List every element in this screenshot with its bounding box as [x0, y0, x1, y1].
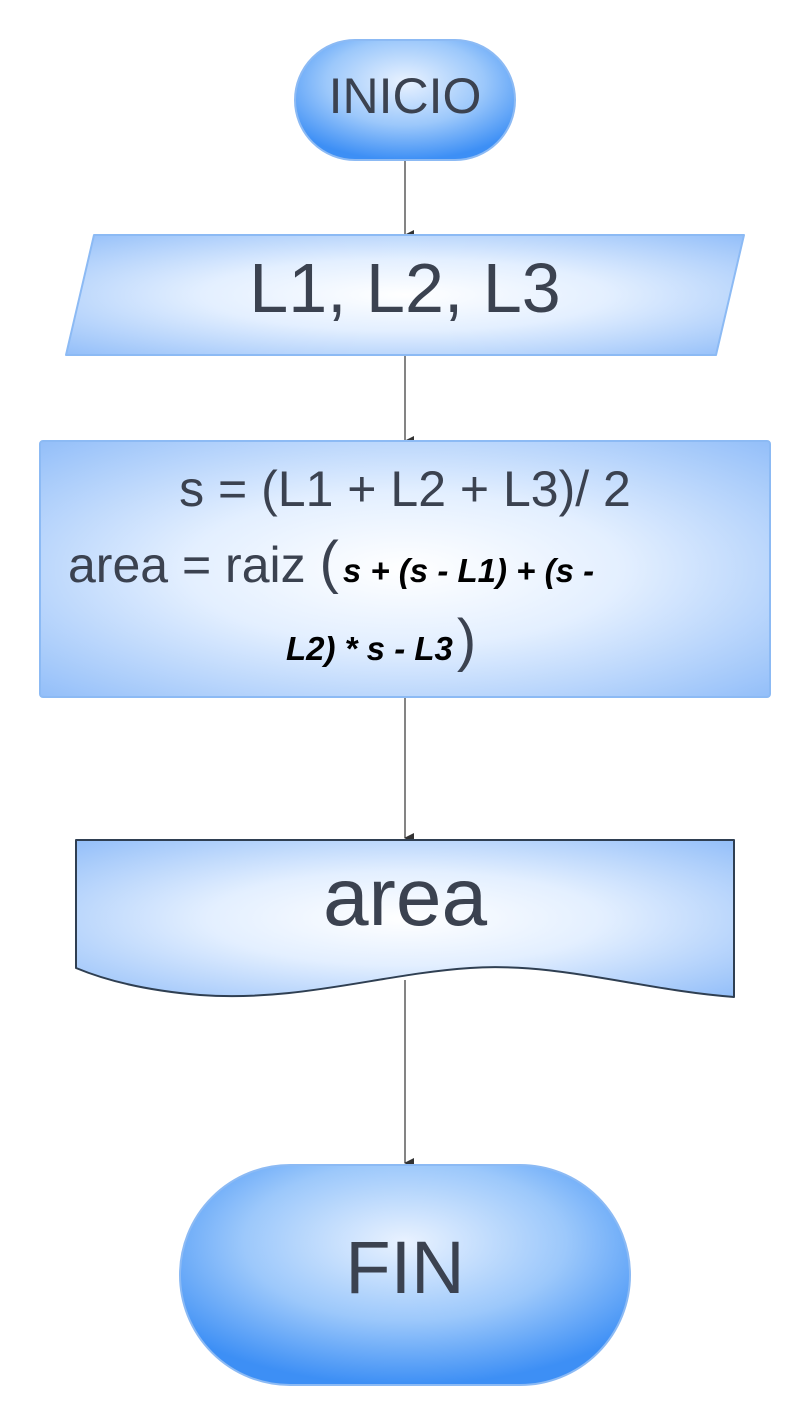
start-terminator-shape [294, 39, 516, 161]
start-node: INICIO [294, 39, 516, 161]
input-parallelogram-shape [65, 234, 745, 356]
process-line-s: s = (L1 + L2 + L3)/ 2 [179, 461, 631, 517]
input-node: L1, L2, L3 [65, 234, 745, 356]
end-label: FIN [345, 1226, 464, 1309]
formula-part-2: L2) * s - L3 [286, 630, 453, 667]
process-line-area: area = raiz (s + (s - L1) + (s - [68, 530, 594, 595]
start-label: INICIO [329, 68, 482, 124]
output-label: area [323, 852, 488, 943]
end-node: FIN [179, 1164, 631, 1386]
close-paren: ) [457, 608, 476, 673]
input-label: L1, L2, L3 [249, 249, 560, 327]
open-paren: ( [320, 530, 339, 595]
output-document-shape [75, 839, 735, 998]
output-node: area [75, 839, 735, 998]
process-rectangle-shape [39, 440, 771, 698]
process-node: s = (L1 + L2 + L3)/ 2 area = raiz (s + (… [39, 440, 771, 698]
end-terminator-shape [179, 1164, 631, 1386]
process-line-formula: L2) * s - L3) [286, 608, 476, 673]
area-assignment-text: area = raiz [68, 537, 320, 593]
formula-part-1: s + (s - L1) + (s - [343, 552, 594, 589]
